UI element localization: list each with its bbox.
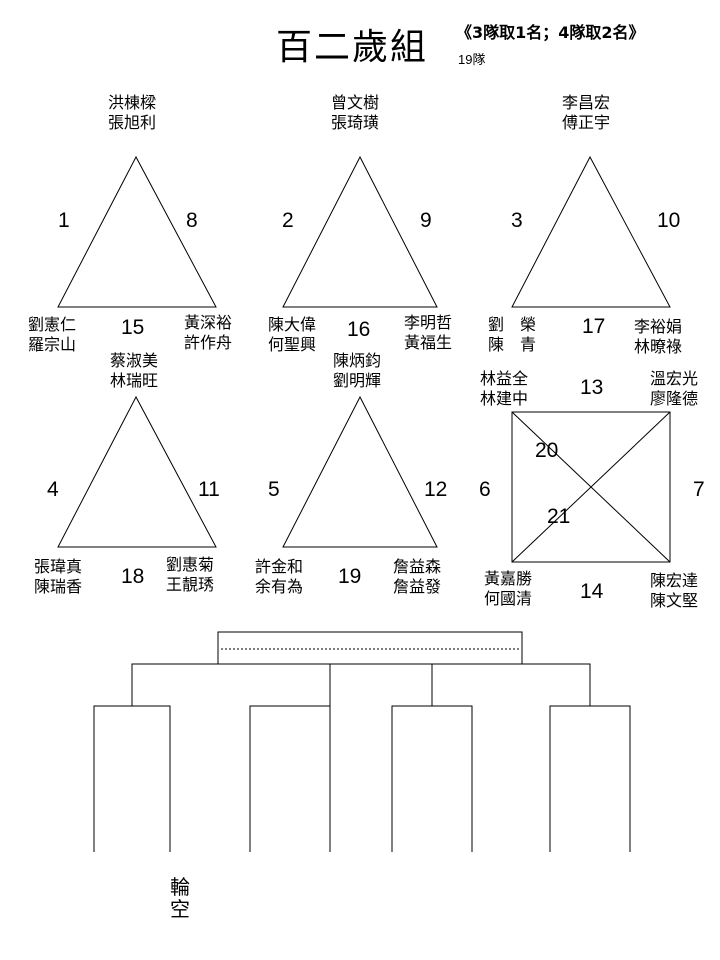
- group-2-right-team: 李明哲 黃福生: [404, 313, 453, 352]
- group-1-bottom-match-number: 15: [121, 316, 145, 339]
- group-1-left-match-number: 1: [58, 209, 70, 232]
- group-4-bottom-match-number: 18: [121, 565, 145, 588]
- group-3-right-match-number: 10: [657, 209, 681, 232]
- group-3-bottom-match-number: 17: [582, 315, 606, 338]
- group-1-top-team: 洪棟樑 張旭利: [108, 93, 157, 132]
- knockout-bracket: [93, 631, 631, 852]
- qualification-rule: 《3隊取1名；4隊取2名》: [456, 23, 645, 42]
- page-title: 百二歲組: [276, 27, 429, 68]
- group-5-bottom-match-number: 19: [338, 565, 362, 588]
- group-1-right-team: 黃深裕 許作舟: [184, 313, 233, 352]
- group-4-top-team: 蔡淑美 林瑞旺: [110, 351, 159, 390]
- group-6-top-match-number: 13: [580, 376, 604, 399]
- group-5-top-team: 陳炳鈞 劉明輝: [333, 351, 382, 390]
- group-6-left-match-number: 6: [479, 478, 491, 501]
- group-5-left-match-number: 5: [268, 478, 280, 501]
- group-6-diagonal-2: [511, 411, 671, 563]
- group-4-right-team: 劉惠菊 王靚琇: [166, 555, 215, 594]
- group-5-right-match-number: 12: [424, 478, 448, 501]
- group-4-triangle: [57, 395, 217, 548]
- group-2-bottom-match-number: 16: [347, 318, 371, 341]
- group-6-diagonal-match-number-1: 20: [535, 439, 559, 462]
- group-1-triangle: [57, 155, 217, 308]
- group-5-triangle: [282, 395, 438, 548]
- group-2-right-match-number: 9: [420, 209, 432, 232]
- group-3-top-team: 李昌宏 傅正宇: [562, 93, 611, 132]
- group-6-square: [511, 411, 671, 563]
- group-6-top-right-team: 溫宏光 廖隆德: [650, 369, 699, 408]
- bye-label: 輪空: [170, 875, 190, 921]
- group-4-right-match-number: 11: [198, 478, 220, 501]
- group-5-right-team: 詹益森 詹益發: [393, 557, 442, 596]
- group-1-left-team: 劉憲仁 羅宗山: [28, 315, 77, 354]
- group-6-bottom-match-number: 14: [580, 580, 604, 603]
- group-3-triangle: [511, 155, 671, 308]
- group-2-triangle: [282, 155, 438, 308]
- team-count: 19隊: [458, 52, 486, 67]
- group-1-right-match-number: 8: [186, 209, 198, 232]
- group-6-diagonal-match-number-2: 21: [547, 505, 571, 528]
- group-6-top-left-team: 林益全 林建中: [480, 369, 529, 408]
- group-2-left-match-number: 2: [282, 209, 294, 232]
- group-6-right-match-number: 7: [693, 478, 705, 501]
- group-5-left-team: 許金和 余有為: [255, 557, 304, 596]
- group-6-bottom-left-team: 黃嘉勝 何國清: [484, 569, 533, 608]
- group-3-right-team: 李裕娟 林暸祿: [634, 317, 683, 356]
- group-2-top-team: 曾文樹 張琦璜: [331, 93, 380, 132]
- group-4-left-match-number: 4: [47, 478, 59, 501]
- group-3-left-match-number: 3: [511, 209, 523, 232]
- group-4-left-team: 張瑋真 陳瑞香: [34, 557, 83, 596]
- group-2-left-team: 陳大偉 何聖興: [268, 315, 317, 354]
- group-3-left-team: 劉 榮 陳 青: [488, 315, 537, 354]
- group-6-bottom-right-team: 陳宏達 陳文堅: [650, 571, 699, 610]
